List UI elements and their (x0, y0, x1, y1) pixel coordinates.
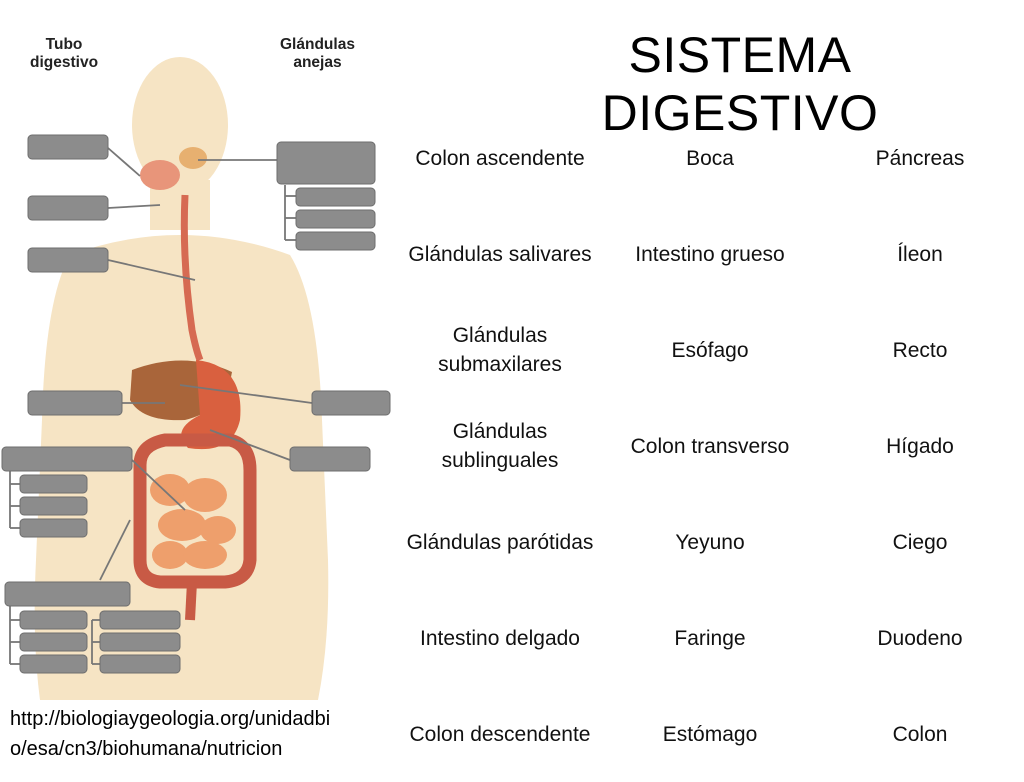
word-bank-item: Yeyuno (675, 530, 745, 554)
stomach-shape (181, 360, 241, 450)
tubo-digestivo-line2: digestivo (30, 54, 99, 71)
large-intestine-shape (133, 433, 257, 589)
word-bank-item: Recto (892, 338, 948, 362)
tubo-digestivo-line1: Tubo (45, 36, 83, 53)
source-link[interactable]: http://biologiaygeologia.org/unidadbi o/… (10, 704, 330, 764)
word-bank-grid: Colon ascendente Boca Páncreas Glándulas… (395, 110, 1024, 768)
glandulas-anejas-line2: anejas (293, 54, 342, 71)
word-bank-item: Glándulas salivares (408, 242, 592, 266)
glandulas-anejas-heading: Glándulas anejas (280, 36, 355, 72)
word-bank-item: Colon ascendente (415, 146, 585, 170)
word-bank-item: Ciego (892, 530, 948, 554)
word-bank-item: Glándulas submaxilares (438, 324, 562, 376)
glandulas-anejas-line1: Glándulas (280, 36, 355, 53)
esophagus-shape (180, 194, 204, 362)
source-link-line2[interactable]: o/esa/cn3/biohumana/nutricion (10, 738, 283, 760)
word-bank-item: Intestino grueso (635, 242, 785, 266)
page-title: SISTEMA DIGESTIVO (601, 27, 879, 141)
word-bank-item: Faringe (674, 626, 746, 650)
word-bank-item: Glándulas parótidas (406, 530, 594, 554)
word-bank-item: Intestino delgado (420, 626, 580, 650)
word-bank-item: Boca (686, 146, 734, 170)
word-bank-item: Glándulas sublinguales (441, 420, 559, 472)
rectum-shape (185, 581, 197, 621)
word-bank-item: Colon (892, 722, 948, 746)
word-bank-item: Estómago (662, 722, 758, 746)
digestive-system-diagram (1, 57, 391, 700)
leader-lines (9, 147, 313, 665)
salivary-gland-shape (179, 147, 207, 169)
small-intestine-shape (150, 474, 236, 569)
tubo-digestivo-heading: Tubo digestivo (30, 36, 98, 72)
blank-label-boxes (1, 134, 391, 674)
word-bank-item: Duodeno (877, 626, 963, 650)
word-bank-item: Esófago (671, 338, 749, 362)
word-bank-item: Hígado (886, 434, 954, 458)
word-bank-item: Íleon (897, 242, 943, 266)
word-bank-item: Colon transverso (630, 434, 790, 458)
word-bank-item: Páncreas (875, 146, 965, 170)
word-bank-item: Colon descendente (409, 722, 591, 746)
source-link-line1[interactable]: http://biologiaygeologia.org/unidadbi (10, 708, 331, 730)
mouth-shape (140, 160, 180, 190)
